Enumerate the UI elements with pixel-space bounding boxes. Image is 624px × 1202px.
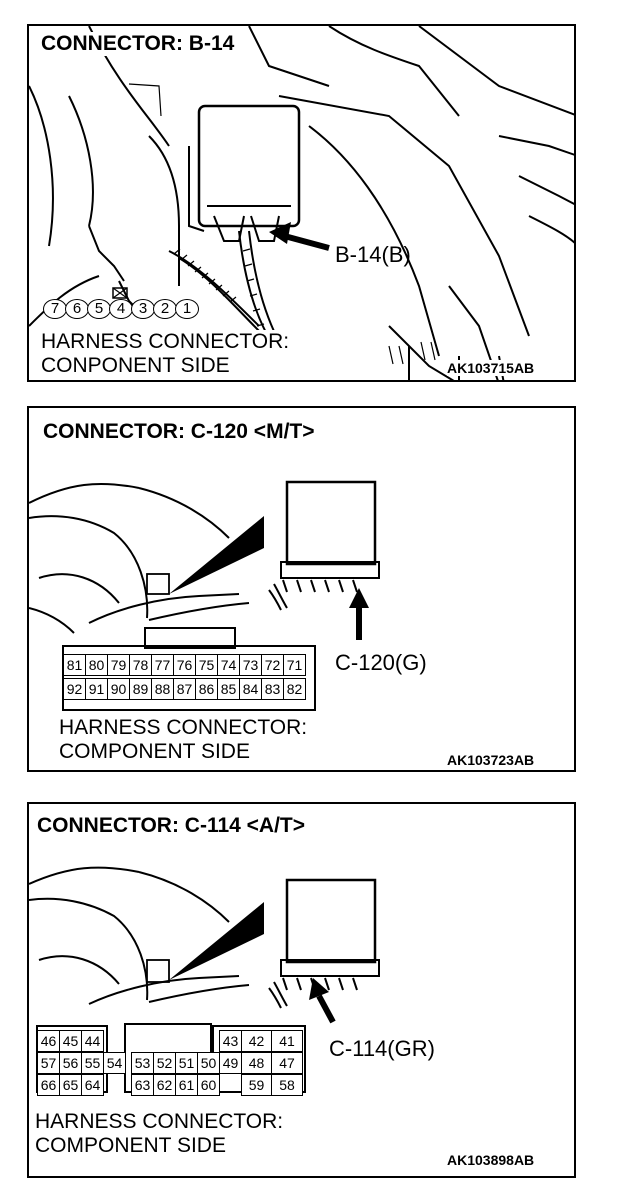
b14-pin: 2 <box>153 299 177 319</box>
c114-pin: 63 <box>131 1074 154 1096</box>
c120-pin: 81 <box>63 654 86 676</box>
c120-pin: 76 <box>173 654 196 676</box>
c114-pin: 53 <box>131 1052 154 1074</box>
c120-panel-title: CONNECTOR: C-120 <M/T> <box>41 420 317 444</box>
c114-pin: 51 <box>175 1052 198 1074</box>
c120-pin: 73 <box>239 654 262 676</box>
c114-pin: 45 <box>59 1030 82 1052</box>
c114-panel-title: CONNECTOR: C-114 <A/T> <box>35 814 308 838</box>
b14-figure-code: AK103715AB <box>447 360 535 376</box>
c120-figure-code: AK103723AB <box>447 752 535 768</box>
c120-pin: 71 <box>283 654 306 676</box>
c120-pin: 72 <box>261 654 284 676</box>
c120-pin: 83 <box>261 678 284 700</box>
c114-pin: 55 <box>81 1052 104 1074</box>
c114-pin: 47 <box>271 1052 303 1074</box>
c120-pin: 91 <box>85 678 108 700</box>
b14-pin: 5 <box>87 299 111 319</box>
c120-pin: 92 <box>63 678 86 700</box>
c120-pin: 84 <box>239 678 262 700</box>
c114-pin: 58 <box>271 1074 303 1096</box>
c114-pin: 46 <box>37 1030 60 1052</box>
c114-pin: 60 <box>197 1074 220 1096</box>
connector-c120-panel: CONNECTOR: C-120 <M/T> C-120(G) 81 80 79… <box>27 406 576 772</box>
b14-pin-row: 7 6 5 4 3 2 1 <box>43 299 213 321</box>
c114-pin-grid: 46 45 44 43 42 41 57 56 55 54 53 52 51 5… <box>37 1030 307 1096</box>
b14-callout-label: B-14(B) <box>335 242 411 267</box>
c114-pin: 57 <box>37 1052 60 1074</box>
b14-caption-line1: HARNESS CONNECTOR: <box>41 330 290 354</box>
b14-pin: 7 <box>43 299 67 319</box>
c114-pin: 65 <box>59 1074 82 1096</box>
b14-caption: HARNESS CONNECTOR: CONPONENT SIDE <box>41 330 290 378</box>
c114-pin: 52 <box>153 1052 176 1074</box>
c114-pin: 41 <box>271 1030 303 1052</box>
c114-pin: 61 <box>175 1074 198 1096</box>
c120-pin: 90 <box>107 678 130 700</box>
c120-pin-grid: 81 80 79 78 77 76 75 74 73 72 71 92 91 9… <box>63 654 315 704</box>
c120-pin: 89 <box>129 678 152 700</box>
c114-pin: 56 <box>59 1052 82 1074</box>
c114-pin: 42 <box>241 1030 272 1052</box>
c114-pin: 49 <box>219 1052 242 1074</box>
c114-caption: HARNESS CONNECTOR: COMPONENT SIDE <box>35 1110 284 1158</box>
connector-b14-panel: CONNECTOR: B-14 B-14(B) 7 6 5 4 3 2 1 HA… <box>27 24 576 382</box>
c114-caption-line1: HARNESS CONNECTOR: <box>35 1110 284 1134</box>
c114-pin: 54 <box>103 1052 126 1074</box>
c120-caption-line2: COMPONENT SIDE <box>59 740 308 764</box>
c114-caption-line2: COMPONENT SIDE <box>35 1134 284 1158</box>
connector-c114-panel: CONNECTOR: C-114 <A/T> C-114(GR) 46 45 4… <box>27 802 576 1178</box>
c114-callout-label: C-114(GR) <box>329 1036 435 1061</box>
b14-engine-bay-illustration <box>29 26 574 380</box>
c120-callout-label: C-120(G) <box>335 650 427 675</box>
c114-pin: 44 <box>81 1030 104 1052</box>
c114-pin: 43 <box>219 1030 242 1052</box>
c120-pin: 74 <box>217 654 240 676</box>
c120-pin: 86 <box>195 678 218 700</box>
b14-panel-title: CONNECTOR: B-14 <box>39 32 237 56</box>
b14-pin: 4 <box>109 299 133 319</box>
c120-pin: 87 <box>173 678 196 700</box>
b14-pin: 6 <box>65 299 89 319</box>
c120-pin: 80 <box>85 654 108 676</box>
c120-pin: 88 <box>151 678 174 700</box>
c114-pin: 66 <box>37 1074 60 1096</box>
c120-caption-line1: HARNESS CONNECTOR: <box>59 716 308 740</box>
c114-figure-code: AK103898AB <box>447 1152 535 1168</box>
c120-pin: 85 <box>217 678 240 700</box>
c120-pin: 78 <box>129 654 152 676</box>
c114-pin: 64 <box>81 1074 104 1096</box>
b14-pin: 3 <box>131 299 155 319</box>
c114-pin: 48 <box>241 1052 272 1074</box>
c120-pin: 77 <box>151 654 174 676</box>
c114-pin: 62 <box>153 1074 176 1096</box>
c120-pin: 82 <box>283 678 306 700</box>
c120-pin: 79 <box>107 654 130 676</box>
c120-pin: 75 <box>195 654 218 676</box>
c114-pin: 59 <box>241 1074 272 1096</box>
c114-pin: 50 <box>197 1052 220 1074</box>
b14-pin: 1 <box>175 299 199 319</box>
c120-dashboard-illustration <box>29 480 380 711</box>
c120-caption: HARNESS CONNECTOR: COMPONENT SIDE <box>59 716 308 764</box>
b14-caption-line2: CONPONENT SIDE <box>41 354 290 378</box>
